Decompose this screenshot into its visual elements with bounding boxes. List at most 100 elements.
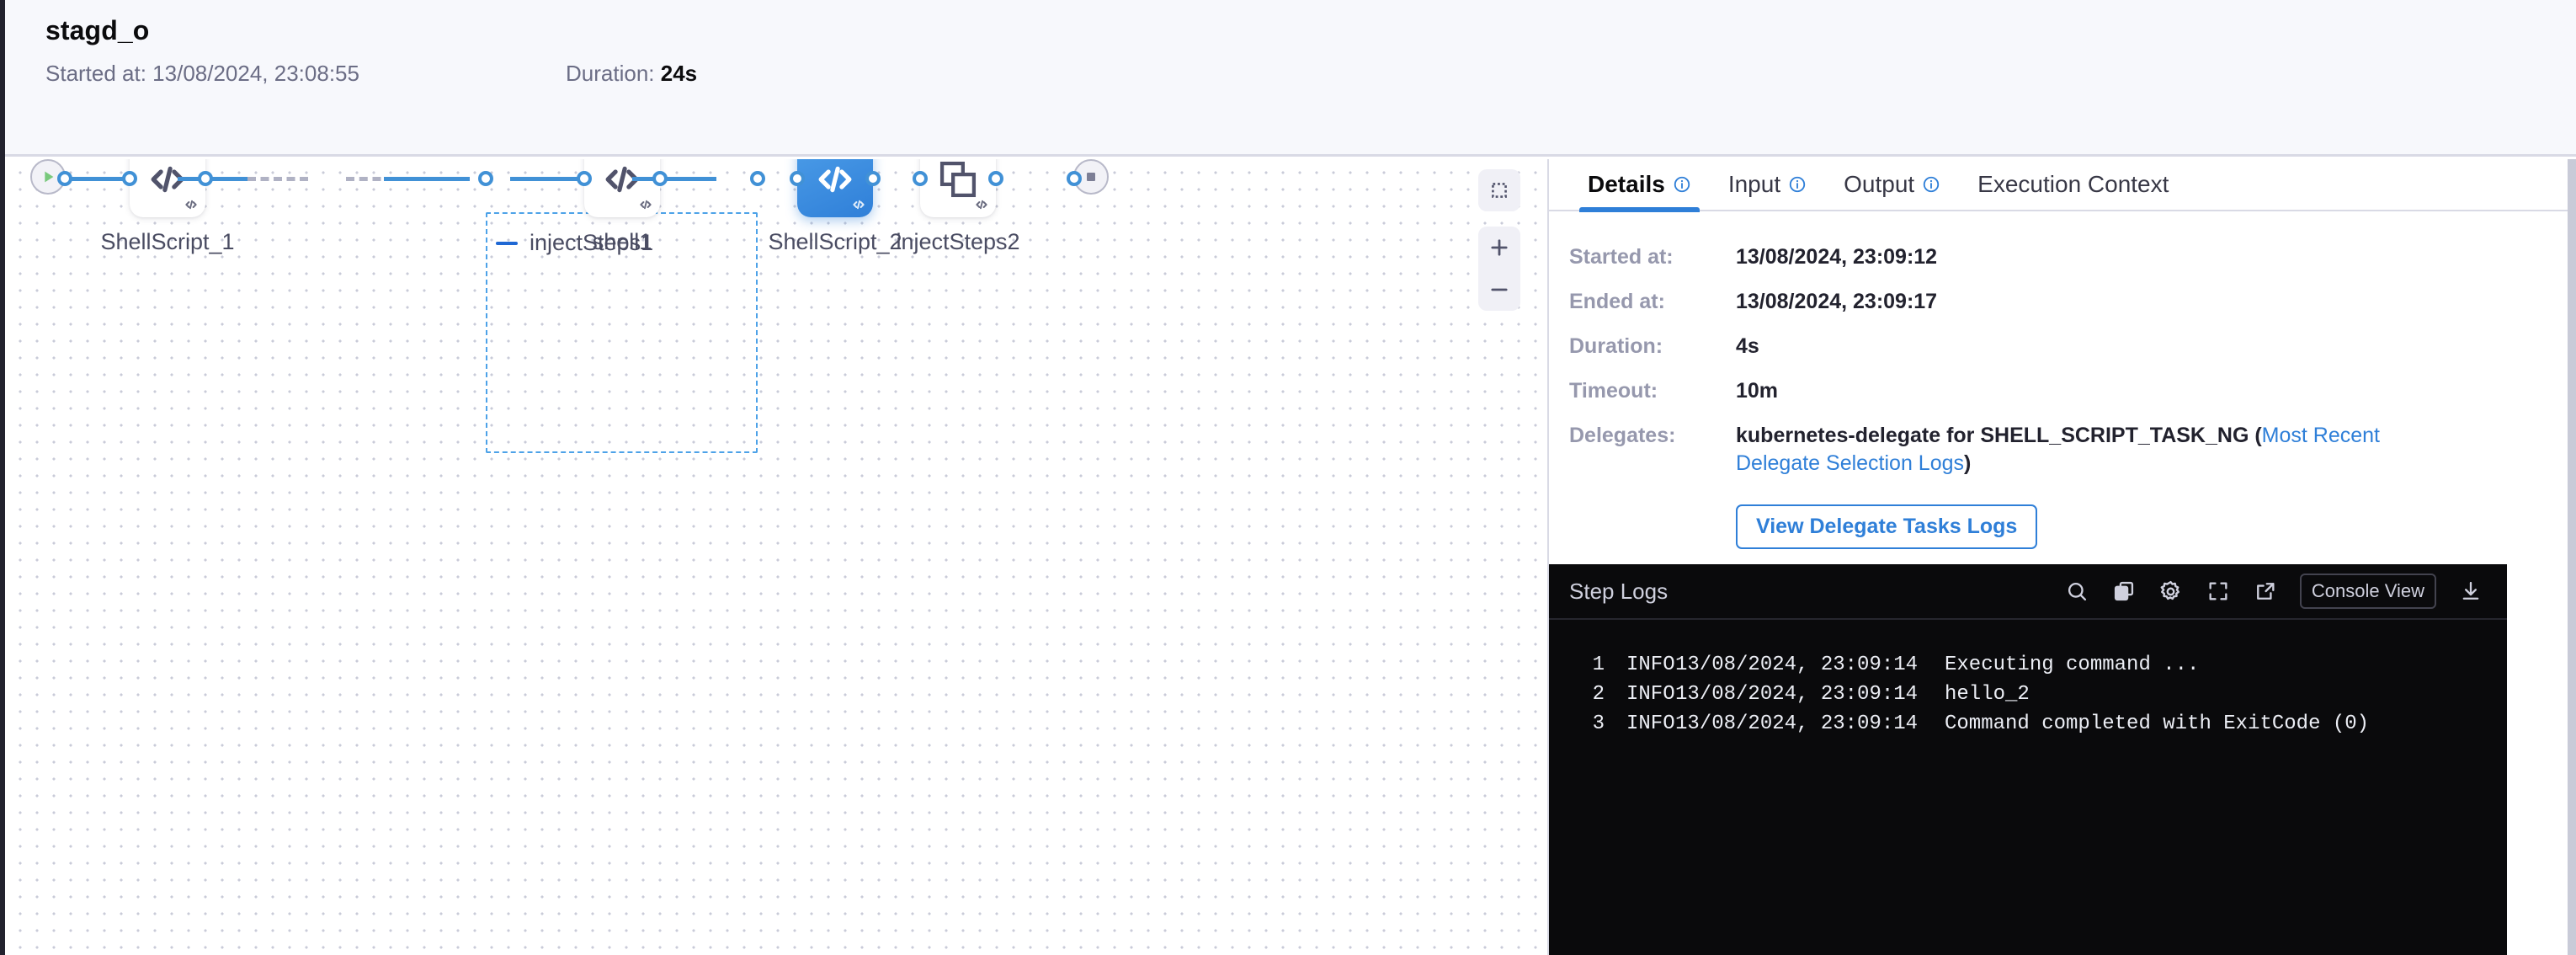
log-timestamp: 13/08/2024, 23:09:14 [1675, 654, 1919, 676]
port-start-out [57, 171, 72, 186]
tab-details-label: Details [1588, 171, 1665, 197]
stack-squares-icon [939, 161, 977, 198]
zoom-controls [1478, 227, 1520, 311]
console-view-button[interactable]: Console View [2299, 574, 2436, 609]
log-output[interactable]: 1 INFO 13/08/2024, 23:09:14 Executing co… [1549, 620, 2507, 742]
log-timestamp: 13/08/2024, 23:09:14 [1675, 712, 1919, 735]
node-injectsteps2-box[interactable] [920, 159, 996, 217]
port-node3-in [790, 171, 805, 186]
step-logs-panel: Step Logs [1549, 564, 2507, 955]
log-level: INFO [1626, 654, 1675, 676]
port-group-in [478, 171, 493, 186]
code-corner-icon [640, 200, 652, 210]
ended-at-label: Ended at: [1569, 290, 1665, 313]
search-icon[interactable] [2064, 579, 2089, 604]
step-details-panel: Details Input Output Execution Context [1547, 159, 2576, 955]
copy-icon[interactable] [2111, 579, 2137, 604]
node-shellscript2-box[interactable] [797, 159, 873, 217]
duration-label: Duration: [566, 61, 661, 86]
started-at-value: 13/08/2024, 23:09:12 [1736, 245, 1938, 269]
external-link-icon[interactable] [2253, 579, 2278, 604]
log-line: 3 INFO 13/08/2024, 23:09:14 Command comp… [1576, 712, 2507, 742]
duration-value: 24s [660, 61, 698, 86]
tab-output[interactable]: Output [1825, 158, 1959, 211]
play-icon [45, 171, 54, 183]
delegate-selection-logs-link[interactable]: Most Recent Delegate Selection Logs [1736, 424, 2381, 475]
log-level: INFO [1626, 683, 1675, 706]
log-level: INFO [1626, 712, 1675, 735]
info-icon[interactable] [1673, 175, 1691, 194]
tab-input[interactable]: Input [1710, 158, 1825, 211]
info-icon[interactable] [1922, 175, 1940, 194]
port-node4-out [988, 171, 1003, 186]
edge-group-in-to-shell1 [247, 177, 308, 181]
view-delegate-tasks-logs-button[interactable]: View Delegate Tasks Logs [1736, 504, 2038, 549]
port-node2-in [577, 171, 592, 186]
tab-output-label: Output [1844, 171, 1915, 197]
node-shellscript1[interactable]: ShellScript_1 [100, 159, 235, 254]
port-node1-in [122, 171, 137, 186]
code-corner-icon [853, 200, 865, 210]
minus-icon [1491, 288, 1508, 291]
node-shellscript2[interactable]: ShellScript_2 [768, 159, 902, 254]
info-icon[interactable] [1788, 175, 1807, 194]
node-shellscript1-label: ShellScript_1 [100, 229, 235, 254]
log-message: Command completed with ExitCode (0) [1945, 712, 2370, 735]
selection-box-button[interactable] [1478, 169, 1520, 211]
gear-icon[interactable] [2158, 579, 2184, 604]
delegates-text-prefix: kubernetes-delegate for SHELL_SCRIPT_TAS… [1736, 424, 2262, 447]
log-line: 1 INFO 13/08/2024, 23:09:14 Executing co… [1576, 654, 2507, 683]
plus-icon [1491, 239, 1508, 256]
detail-duration-value: 4s [1736, 334, 1759, 358]
edge-shell1-to-group-out [346, 177, 407, 181]
ended-at-value: 13/08/2024, 23:09:17 [1736, 290, 1938, 313]
detail-duration-label: Duration: [1569, 334, 1663, 358]
zoom-in-button[interactable] [1478, 227, 1520, 269]
canvas-controls [1478, 159, 1520, 311]
expand-icon[interactable] [2206, 579, 2231, 604]
node-shell1[interactable]: shell1 [584, 159, 660, 254]
code-icon [818, 166, 852, 193]
detail-row-delegates: Delegates: kubernetes-delegate for SHELL… [1569, 422, 2576, 478]
node-shell1-label: shell1 [592, 229, 652, 254]
log-timestamp: 13/08/2024, 23:09:14 [1675, 683, 1919, 706]
node-shell1-box[interactable] [584, 159, 660, 217]
port-end-in [1067, 171, 1082, 186]
node-injectsteps2[interactable]: injectSteps2 [896, 159, 1020, 254]
log-line-number: 2 [1592, 683, 1605, 706]
window-left-edge [0, 0, 5, 955]
node-shellscript1-box[interactable] [130, 159, 205, 217]
log-line: 2 INFO 13/08/2024, 23:09:14 hello_2 [1576, 683, 2507, 712]
port-node4-in [913, 171, 928, 186]
download-icon[interactable] [2458, 579, 2483, 604]
pipeline-canvas[interactable]: injectSteps1 [5, 159, 1546, 955]
delegates-text-suffix: ) [1964, 451, 1972, 475]
started-at-text: Started at: 13/08/2024, 23:08:55 [45, 61, 359, 86]
minus-icon[interactable] [496, 241, 518, 245]
port-node2-out [652, 171, 668, 186]
port-group-out [750, 171, 765, 186]
zoom-out-button[interactable] [1478, 269, 1520, 311]
stop-icon [1087, 173, 1095, 181]
group-injectsteps1-label: injectSteps1 [530, 230, 654, 255]
execution-header: stagd_o Started at: 13/08/2024, 23:08:55… [5, 0, 2576, 157]
log-message: hello_2 [1945, 683, 2030, 706]
tab-details[interactable]: Details [1569, 158, 1710, 212]
group-injectsteps1-header[interactable]: injectSteps1 [496, 230, 653, 256]
page-scrollbar[interactable] [2568, 159, 2576, 955]
port-node3-out [865, 171, 881, 186]
code-corner-icon [185, 200, 197, 210]
log-line-number: 3 [1592, 712, 1605, 735]
detail-row-duration: Duration: 4s [1569, 333, 2576, 360]
node-shellscript2-label: ShellScript_2 [768, 229, 902, 254]
code-corner-icon [976, 200, 987, 210]
tab-execution-context[interactable]: Execution Context [1959, 158, 2187, 211]
started-at-label: Started at: [1569, 245, 1674, 269]
detail-row-timeout: Timeout: 10m [1569, 377, 2576, 405]
step-logs-title: Step Logs [1569, 578, 1669, 604]
edge-node3-to-node4 [510, 177, 591, 181]
duration-text: Duration: 24s [566, 61, 697, 87]
details-list: Started at: 13/08/2024, 23:09:12 Ended a… [1549, 211, 2576, 549]
edge-group-to-node3 [384, 177, 470, 181]
port-node1-out [198, 171, 213, 186]
